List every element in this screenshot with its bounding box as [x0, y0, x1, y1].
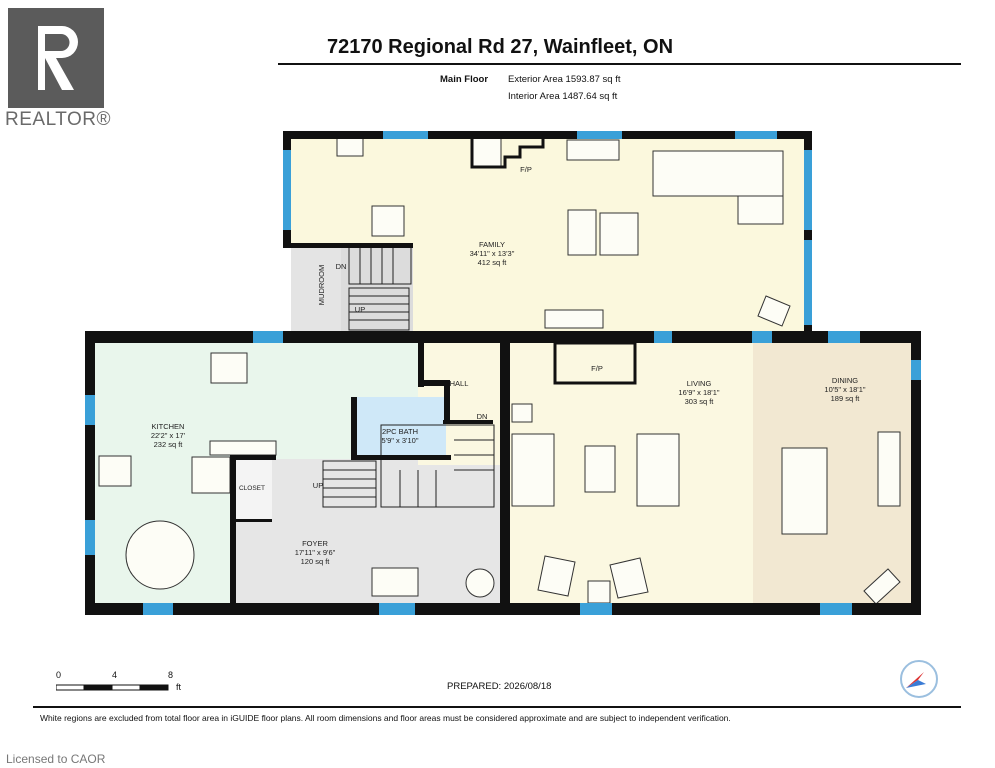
kitchen-name: KITCHEN [152, 422, 185, 431]
footer-divider [33, 706, 961, 708]
compass-icon [900, 660, 938, 698]
dining-dims: 10'5" x 18'1" [824, 385, 865, 394]
fp-label-family: F/P [520, 165, 532, 174]
interior-area: Interior Area 1487.64 sq ft [508, 91, 618, 102]
hall-name: HALL [450, 379, 469, 388]
room-bath-fill [356, 397, 446, 457]
family-area: 412 sq ft [478, 258, 508, 267]
closet-name: CLOSET [239, 485, 265, 492]
license-text: Licensed to CAOR [6, 752, 106, 766]
title-divider [278, 63, 961, 65]
scale-tick-0: 0 [56, 670, 62, 680]
realtor-logo-text: REALTOR® [5, 109, 111, 130]
windows [85, 131, 921, 615]
furniture [98, 137, 901, 605]
kitchen-area: 232 sq ft [154, 440, 184, 449]
fp-label-living: F/P [591, 364, 603, 373]
dining-area: 189 sq ft [831, 394, 861, 403]
scale-tick-8: 8 [168, 670, 174, 680]
kitchen-dims: 22'2" x 17' [151, 431, 186, 440]
scale-tick-4: 4 [112, 670, 118, 680]
family-name: FAMILY [479, 240, 505, 249]
bath-name: 2PC BATH [382, 427, 418, 436]
realtor-logo-icon [8, 8, 104, 108]
mudroom-name: MUDROOM [317, 265, 326, 305]
family-dims: 34'11" x 13'3" [470, 249, 515, 258]
room-mudroom-fill [291, 243, 341, 332]
exterior-area: Exterior Area 1593.87 sq ft [508, 74, 621, 85]
fireplace-icon [470, 139, 637, 385]
living-name: LIVING [687, 379, 712, 388]
living-area: 303 sq ft [685, 397, 715, 406]
foyer-area: 120 sq ft [301, 557, 331, 566]
dining-name: DINING [832, 376, 858, 385]
area-summary: Main Floor Exterior Area 1593.87 sq ft In… [440, 71, 620, 105]
room-closet-fill [236, 459, 272, 519]
walls [85, 131, 921, 615]
disclaimer-text: White regions are excluded from total fl… [40, 713, 731, 723]
scale-bar: 0 4 8 ft [52, 670, 192, 700]
foyer-name: FOYER [302, 539, 328, 548]
dn-label-hall: DN [477, 412, 488, 421]
page-title: 72170 Regional Rd 27, Wainfleet, ON [326, 36, 674, 58]
prepared-date: PREPARED: 2026/08/18 [447, 681, 552, 692]
living-dims: 16'9" x 18'1" [678, 388, 719, 397]
up-label-foyer: UP [313, 481, 323, 490]
up-label-family: UP [355, 305, 365, 314]
foyer-dims: 17'11" x 9'6" [295, 548, 336, 557]
floor-plan: FAMILY 34'11" x 13'3" 412 sq ft KITCHEN … [85, 131, 921, 615]
bath-dims: 5'9" x 3'10" [382, 436, 419, 445]
dn-label-family: DN [336, 262, 347, 271]
scale-unit: ft [176, 682, 182, 692]
floor-label: Main Floor [440, 74, 489, 85]
